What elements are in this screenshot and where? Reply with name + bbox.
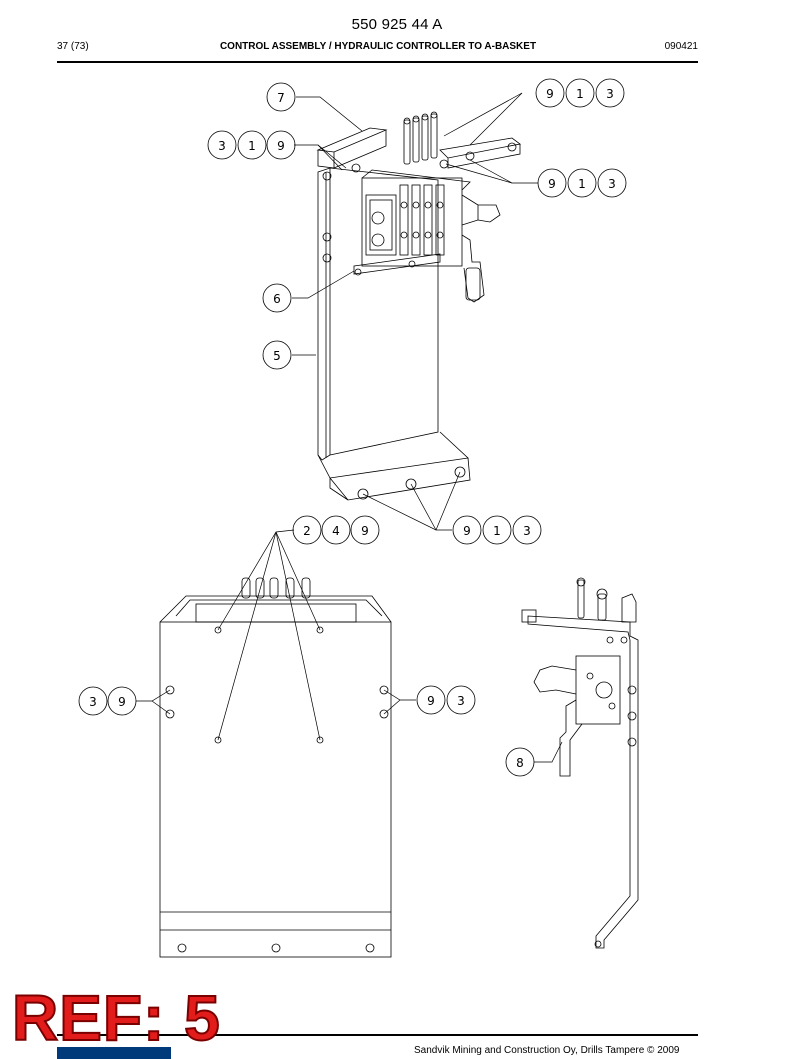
callout-913-low-c: 3: [523, 524, 531, 538]
callout-93-b: 3: [457, 694, 465, 708]
callout-913-mid-a: 9: [548, 177, 556, 191]
callout-913-mid-c: 3: [608, 177, 616, 191]
copyright-text: Sandvik Mining and Construction Oy, Dril…: [414, 1045, 680, 1056]
callout-913-mid-b: 1: [578, 177, 586, 191]
bracket-foot: [317, 431, 471, 501]
header-rule: [57, 61, 698, 63]
callout-7: 7: [266, 82, 296, 112]
front-plate-view: [159, 577, 392, 958]
ref-stamp: REF: 5: [11, 982, 221, 1054]
callout-319-b: 1: [248, 139, 256, 153]
valve-block: [361, 169, 501, 303]
callout-913-low-a: 9: [463, 524, 471, 538]
callout-39-b: 9: [118, 695, 126, 709]
callout-6: 6: [262, 283, 292, 313]
callout-913-top-c: 3: [606, 87, 614, 101]
brand-logo-strip: [57, 1047, 171, 1059]
callout-249: 2 4 9: [292, 515, 380, 545]
callout-8: 8: [505, 747, 535, 777]
side-view: [521, 577, 639, 949]
callout-913-low: 9 1 3: [452, 515, 542, 545]
side-rail: [439, 137, 521, 169]
callout-5-label: 5: [273, 349, 281, 363]
callout-249-b: 4: [332, 524, 340, 538]
handle-bar: [316, 127, 388, 169]
front-plate: [159, 621, 392, 958]
control-levers: [403, 111, 438, 165]
callout-7-label: 7: [277, 91, 285, 105]
callout-319-c: 9: [277, 139, 285, 153]
mounting-strip: [353, 253, 441, 275]
callout-913-mid: 9 1 3: [537, 168, 627, 198]
top-assembly-view: [316, 111, 521, 501]
side-bracket: [527, 615, 639, 949]
callout-8-label: 8: [516, 756, 524, 770]
footer-rule: [57, 1034, 698, 1036]
callout-93-a: 9: [427, 694, 435, 708]
callout-93: 9 3: [416, 685, 476, 715]
doc-title: CONTROL ASSEMBLY / HYDRAULIC CONTROLLER …: [219, 41, 537, 52]
side-valve-block: [575, 655, 621, 725]
callout-319: 3 1 9: [207, 130, 296, 160]
callout-6-label: 6: [273, 292, 281, 306]
callout-913-top-b: 1: [576, 87, 584, 101]
doc-date: 090421: [664, 41, 698, 52]
callout-249-a: 2: [303, 524, 311, 538]
callout-913-top-a: 9: [546, 87, 554, 101]
callout-319-a: 3: [218, 139, 226, 153]
doc-number: 550 925 44 A: [351, 16, 443, 33]
callout-5: 5: [262, 340, 292, 370]
callout-913-top: 9 1 3: [535, 78, 625, 108]
callout-39-a: 3: [89, 695, 97, 709]
callout-913-low-b: 1: [493, 524, 501, 538]
callout-249-c: 9: [361, 524, 369, 538]
leader-lines: [136, 92, 563, 763]
page-count: 37 (73): [57, 41, 89, 52]
callout-39: 3 9: [78, 686, 137, 716]
